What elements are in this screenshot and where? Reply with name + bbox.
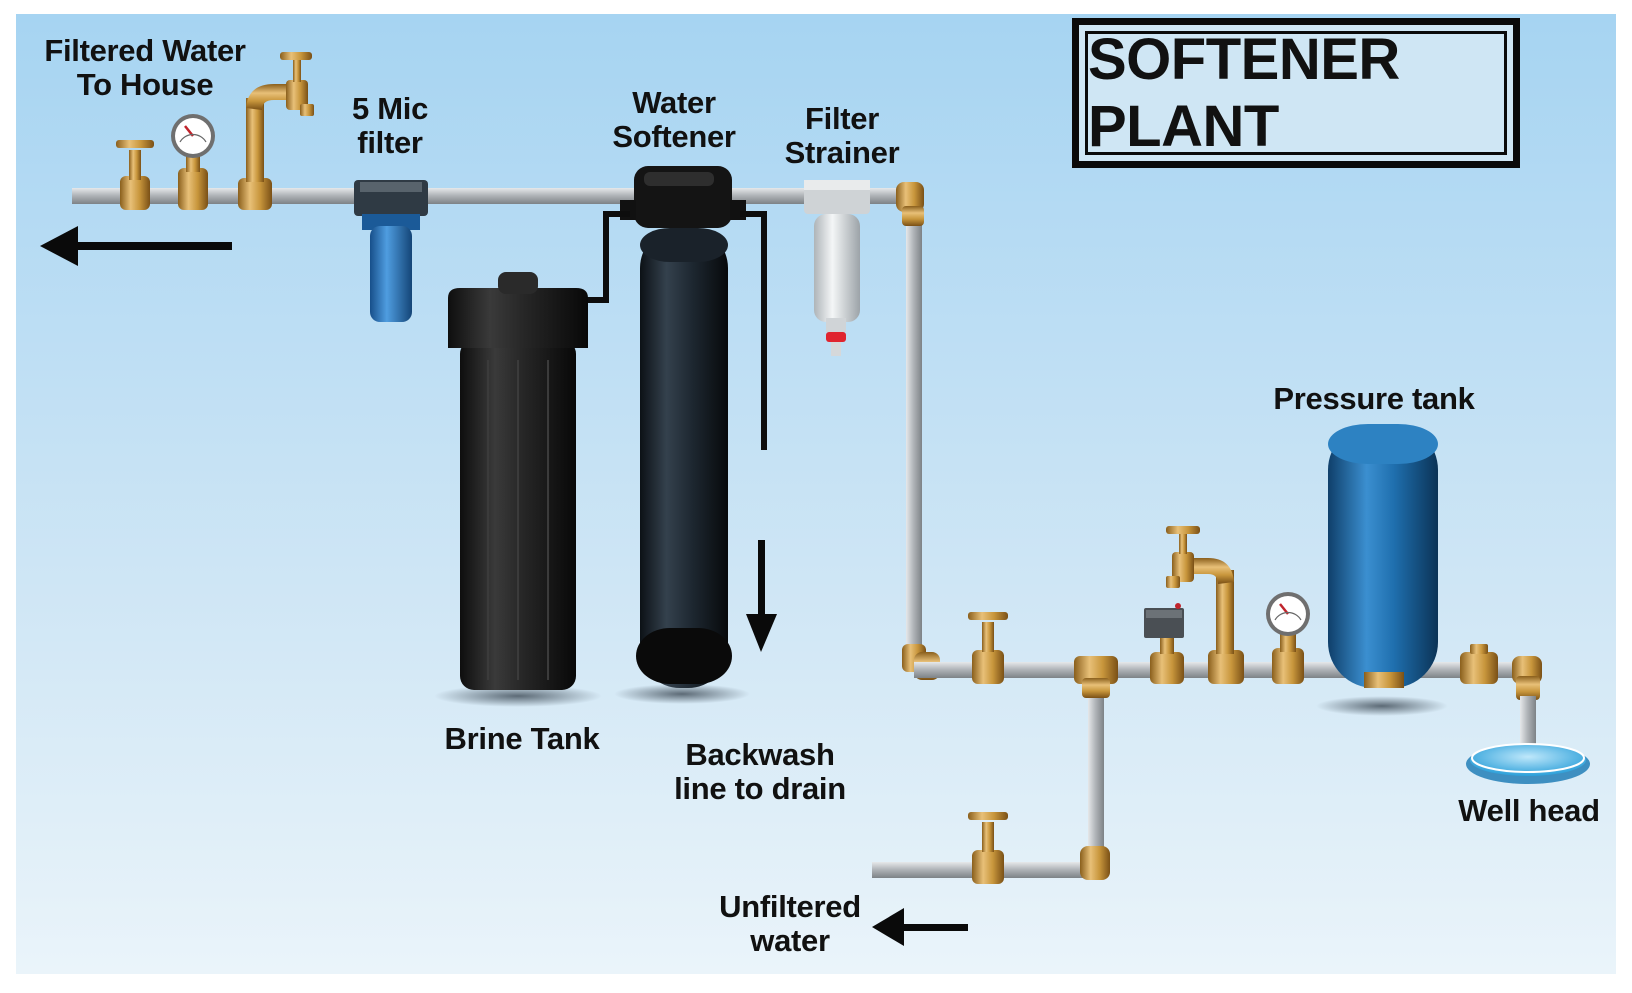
pressure-gauge-top-icon [171,114,215,210]
label-brine-tank: Brine Tank [444,721,600,756]
filter-strainer-icon [804,180,870,356]
label-pressure-tank: Pressure tank [1273,381,1475,416]
pressure-switch-icon [1144,603,1184,684]
union-fitting [1460,644,1498,684]
tee-fitting [1074,656,1118,698]
brine-tube [586,211,630,303]
softener-control-head-icon [620,166,746,228]
riser-pipe [906,200,922,660]
brine-tank-icon [434,272,602,707]
well-head-icon [1466,743,1590,784]
valve-bottom-icon [968,612,1008,684]
water-softener-tank-icon [614,228,750,704]
pressure-gauge-bottom-icon [1266,592,1310,684]
label-filter-strainer: Filter Strainer [784,101,900,170]
elbow-right-end [1512,656,1542,700]
elbow-branch [1080,846,1110,880]
label-well-head: Well head [1458,793,1600,828]
faucet-top-icon [238,52,314,210]
label-5-mic-filter: 5 Mic filter [351,91,429,160]
pressure-tank-icon [1316,424,1448,716]
backwash-tube [740,211,767,450]
arrow-left-unfiltered-icon [872,908,968,946]
title-box: SOFTENER PLANT [1072,18,1520,168]
faucet-bottom-icon [1166,526,1244,684]
label-filtered-water: Filtered Water To House [44,33,246,102]
label-water-softener: Water Softener [612,85,736,154]
diagram-title: SOFTENER PLANT [1085,27,1507,159]
arrow-left-top-icon [40,226,232,266]
valve-unfiltered-icon [968,812,1008,884]
branch-pipe [1088,670,1104,858]
elbow-top-right [896,182,924,226]
label-backwash: Backwash line to drain [674,737,846,806]
valve-top-icon [116,140,154,210]
label-unfiltered-water: Unfiltered water [719,889,861,958]
five-micron-filter-icon [354,180,428,322]
arrow-down-backwash-icon [746,540,777,652]
